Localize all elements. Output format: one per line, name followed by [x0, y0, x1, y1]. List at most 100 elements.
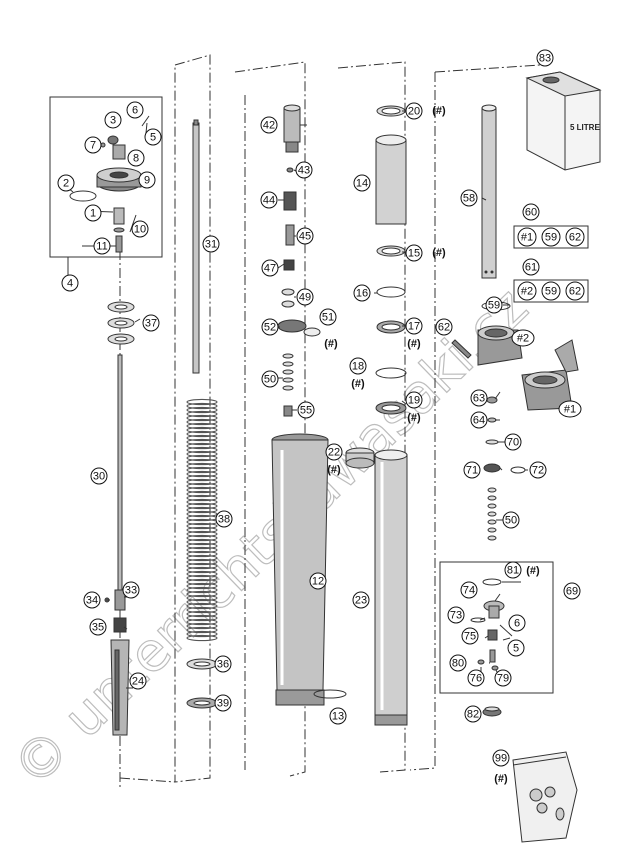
spring-coil	[186, 430, 218, 438]
callout-text: 43	[298, 165, 310, 177]
callout-circle	[90, 467, 108, 485]
callout-23: 23	[352, 591, 370, 609]
kit-item-60-1: 59	[545, 232, 557, 244]
callout-circle	[329, 707, 347, 725]
spring-coil	[186, 462, 218, 470]
spring-coil	[186, 570, 218, 578]
callout-h1: #1	[558, 400, 582, 418]
callout-text: 2	[63, 178, 69, 190]
callout-circle	[84, 136, 102, 154]
callout-9: 9	[138, 171, 156, 189]
tube-58	[481, 104, 497, 279]
kit-item-60-0: #1	[521, 232, 533, 244]
callout-2: 2	[57, 174, 75, 192]
callout-text: 79	[497, 673, 509, 685]
callout-text: 11	[96, 241, 107, 253]
callout-text: 50	[505, 515, 517, 527]
callout-4: 4	[61, 274, 79, 292]
spring-coil	[186, 418, 218, 426]
oring-13	[313, 689, 347, 699]
callout-text: 23	[355, 595, 367, 607]
callout-text: 44	[263, 195, 275, 207]
callout-circle	[122, 581, 140, 599]
callout-70: 70	[504, 433, 522, 451]
callout-6a: 6	[126, 101, 144, 119]
callout-circle	[522, 203, 540, 221]
callout-circle	[522, 258, 540, 276]
callout-text: 34	[86, 595, 98, 607]
callout-text: 19	[408, 395, 420, 407]
callout-circle	[485, 296, 503, 314]
spring-coil	[186, 618, 218, 626]
spring-coil	[186, 546, 218, 554]
callout-38: 38	[215, 510, 233, 528]
callout-text: 73	[450, 610, 462, 622]
callout-circle	[470, 411, 488, 429]
hash-mark-5: (#)	[407, 412, 421, 424]
callout-text: 18	[352, 361, 364, 373]
callout-circle	[502, 511, 520, 529]
spring-coil	[186, 490, 218, 498]
callout-circle	[261, 259, 279, 277]
spring-coil	[186, 502, 218, 510]
callout-circle	[464, 705, 482, 723]
callout-circle	[492, 749, 510, 767]
hash-mark-8: (#)	[494, 773, 508, 785]
callout-circle	[214, 655, 232, 673]
callout-circle	[129, 672, 147, 690]
callout-69: 69	[563, 582, 581, 600]
spring-coil	[186, 458, 218, 466]
callout-50b: 50	[502, 511, 520, 529]
callout-text: 7	[90, 140, 96, 152]
callout-99: 99	[492, 749, 510, 767]
spring-coil	[186, 522, 218, 530]
callout-circle	[470, 389, 488, 407]
callout-text: 38	[218, 514, 230, 526]
callout-83: 83	[536, 49, 554, 67]
callout-75: 75	[461, 627, 479, 645]
kit-item-circle	[517, 227, 537, 247]
spring-coil	[186, 558, 218, 566]
callout-5a: 5	[144, 128, 162, 146]
parts-bag-99	[512, 751, 578, 843]
callout-circle	[405, 244, 423, 262]
spring-coil	[186, 466, 218, 474]
callout-text: 24	[132, 676, 144, 688]
callout-circle	[435, 318, 453, 336]
callout-circle	[563, 582, 581, 600]
callout-circle	[319, 308, 337, 326]
nut-82	[482, 706, 502, 717]
kit-item-circle	[541, 227, 561, 247]
spring-coil	[186, 534, 218, 542]
spring-coil	[186, 486, 218, 494]
callout-text: 69	[566, 586, 578, 598]
callout-circle	[529, 461, 547, 479]
callout-text: 45	[299, 231, 311, 243]
kit-item-circle	[565, 227, 585, 247]
callout-circle	[558, 400, 582, 418]
callout-49: 49	[296, 288, 314, 306]
callout-text: 10	[134, 224, 146, 236]
callout-text: 4	[67, 278, 73, 290]
svg-text:© unterrichtskawasaki.cz: © unterrichtskawasaki.cz	[0, 275, 539, 799]
callout-circle	[142, 314, 160, 332]
callout-circle	[460, 189, 478, 207]
bolt-62	[451, 339, 472, 359]
hash-mark-6: (#)	[327, 464, 341, 476]
callout-text: 71	[466, 465, 478, 477]
hash-mark-1: (#)	[432, 247, 446, 259]
callout-33: 33	[122, 581, 140, 599]
callout-1: 1	[84, 204, 102, 222]
callout-text: 74	[463, 585, 475, 597]
callout-58: 58	[460, 189, 478, 207]
callout-8: 8	[127, 149, 145, 167]
callout-text: 5	[513, 643, 519, 655]
callout-47: 47	[261, 259, 279, 277]
spring-coil	[186, 598, 218, 606]
kit-item-circle	[517, 281, 537, 301]
callout-circle	[138, 171, 156, 189]
bush-22	[345, 447, 375, 469]
spring-coil	[186, 602, 218, 610]
kit-item-circle	[541, 281, 561, 301]
